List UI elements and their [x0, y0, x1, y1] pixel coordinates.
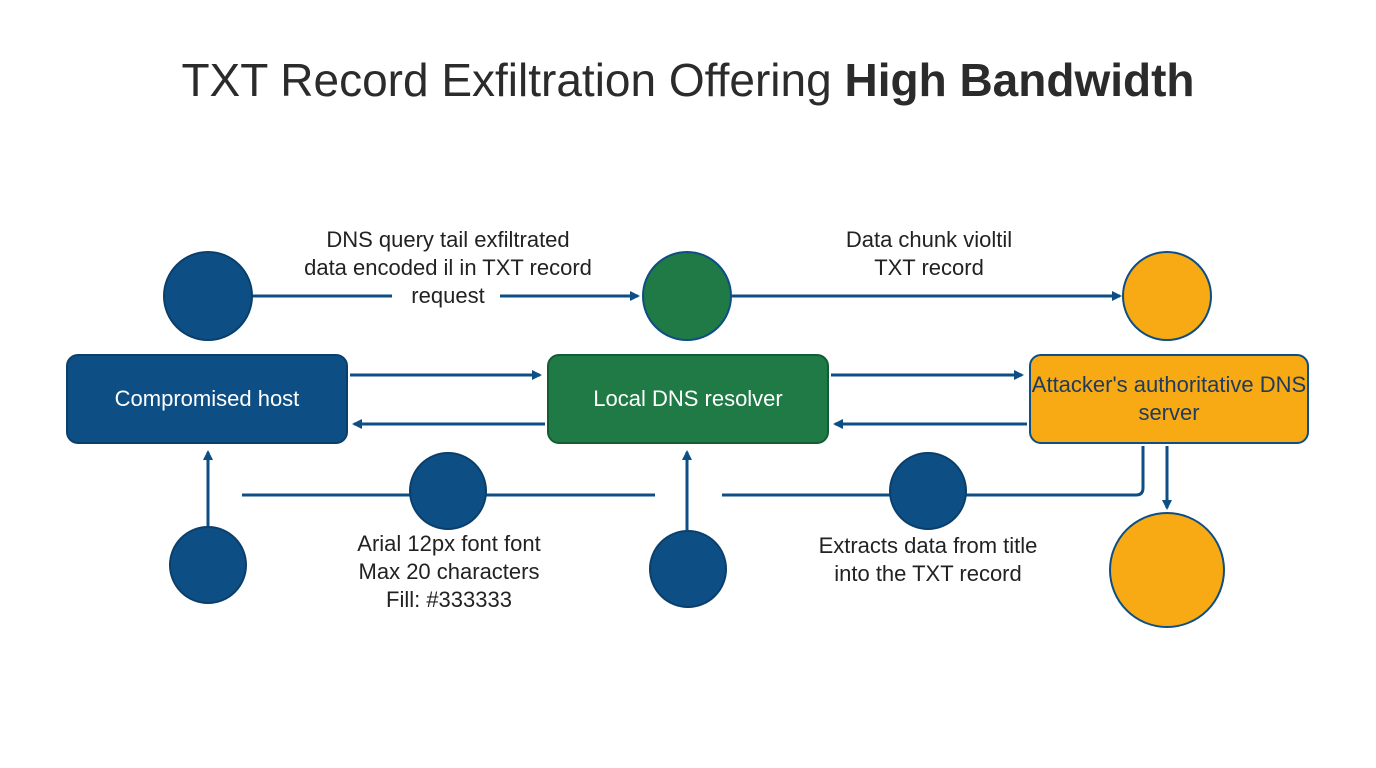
font-note-label: Arial 12px font font Max 20 characters F…: [326, 530, 572, 614]
title-emphasis: High Bandwidth: [844, 54, 1195, 106]
resolver-top-circle: [642, 251, 732, 341]
query-label-line-2: data encoded il in TXT record: [304, 255, 592, 280]
attacker-dns-server-node: Attacker's authoritative DNS server: [1029, 354, 1309, 444]
diagram-title: TXT Record Exfiltration Offering High Ba…: [0, 50, 1376, 110]
resolver-bottom-circle: [649, 530, 727, 608]
chunk-label: Data chunk violtil TXT record: [800, 226, 1058, 282]
font-note-line-3: Fill: #333333: [386, 587, 512, 612]
attacker-bottom-circle: [1109, 512, 1225, 628]
attacker-top-circle: [1122, 251, 1212, 341]
compromised-host-label: Compromised host: [114, 386, 300, 411]
local-dns-resolver-node: Local DNS resolver: [547, 354, 829, 444]
bottom-line-right: [722, 446, 1145, 497]
attacker-dns-server-label: Attacker's authoritative DNS server: [1031, 372, 1307, 425]
attacker-mid-circle: [889, 452, 967, 530]
chunk-label-line-2: TXT record: [874, 255, 984, 280]
extract-label-line-1: Extracts data from title: [818, 533, 1038, 558]
title-prefix: TXT Record Exfiltration Offering: [181, 54, 832, 106]
extract-label-line-2: into the TXT record: [834, 561, 1022, 586]
query-label-line-1: DNS query tail exfiltrated: [326, 227, 570, 252]
query-label-line-3: request: [411, 283, 485, 308]
font-note-line-1: Arial 12px font font: [357, 531, 541, 556]
query-label: DNS query tail exfiltrated data encoded …: [270, 226, 626, 310]
font-note-line-2: Max 20 characters: [358, 559, 540, 584]
host-mid-circle: [409, 452, 487, 530]
compromised-host-node: Compromised host: [66, 354, 348, 444]
host-top-circle: [163, 251, 253, 341]
extract-label: Extracts data from title into the TXT re…: [790, 532, 1066, 588]
host-bottom-circle: [169, 526, 247, 604]
chunk-label-line-1: Data chunk violtil: [845, 227, 1013, 252]
local-dns-resolver-label: Local DNS resolver: [593, 386, 783, 411]
